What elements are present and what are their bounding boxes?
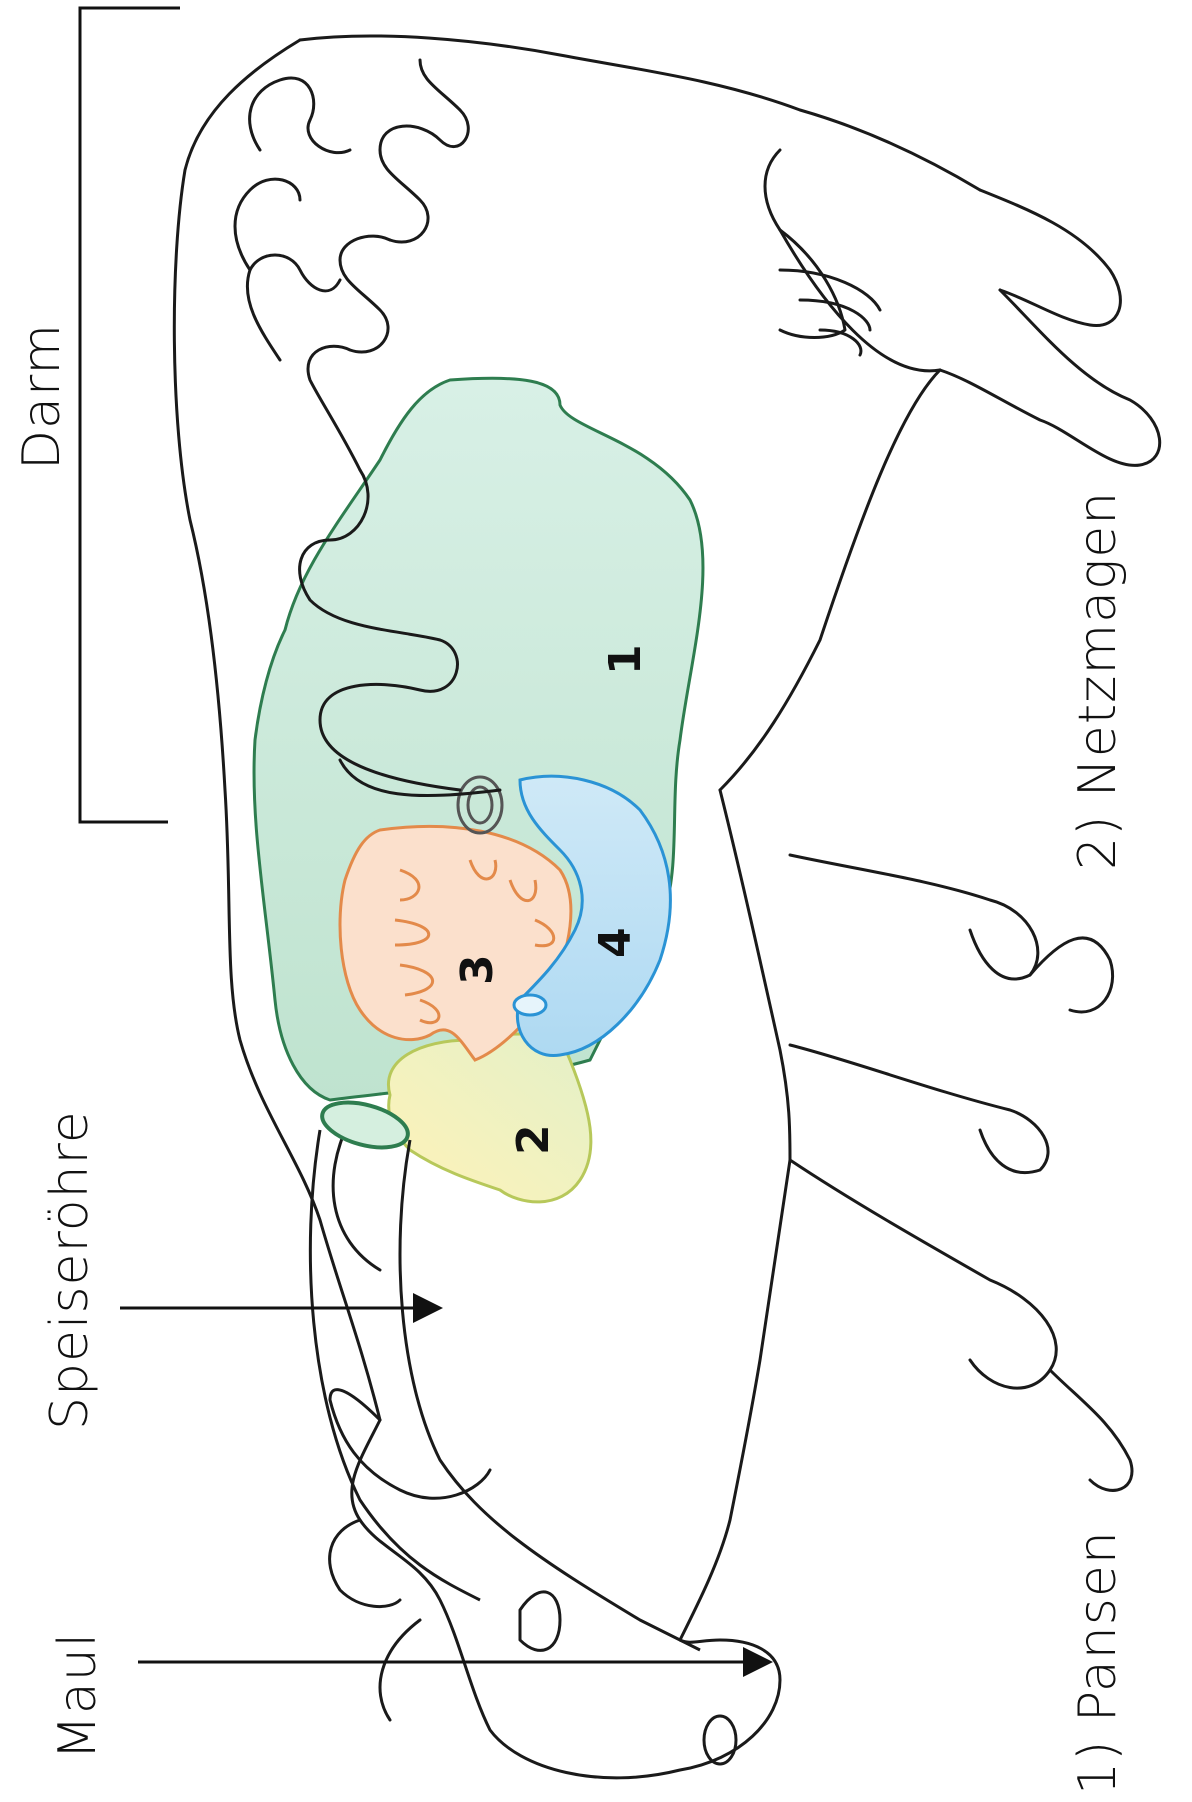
labmagen-entry-ring (514, 995, 546, 1015)
legend-item-1: 1) Pansen (1068, 1530, 1128, 1795)
number-1: 1 (600, 644, 651, 675)
maul-label: Maul (48, 1632, 108, 1760)
speiseroehre-tube (310, 1130, 700, 1650)
darm-bracket (80, 8, 180, 822)
number-2: 2 (508, 1124, 559, 1155)
netzmagen-organ (388, 1034, 590, 1202)
number-4: 4 (590, 927, 641, 958)
number-3: 3 (452, 954, 503, 985)
speiseroehre-label: Speiseröhre (40, 1110, 100, 1430)
legend-item-2: 2) Netzmagen (1068, 491, 1128, 870)
darm-label: Darm (12, 323, 72, 470)
